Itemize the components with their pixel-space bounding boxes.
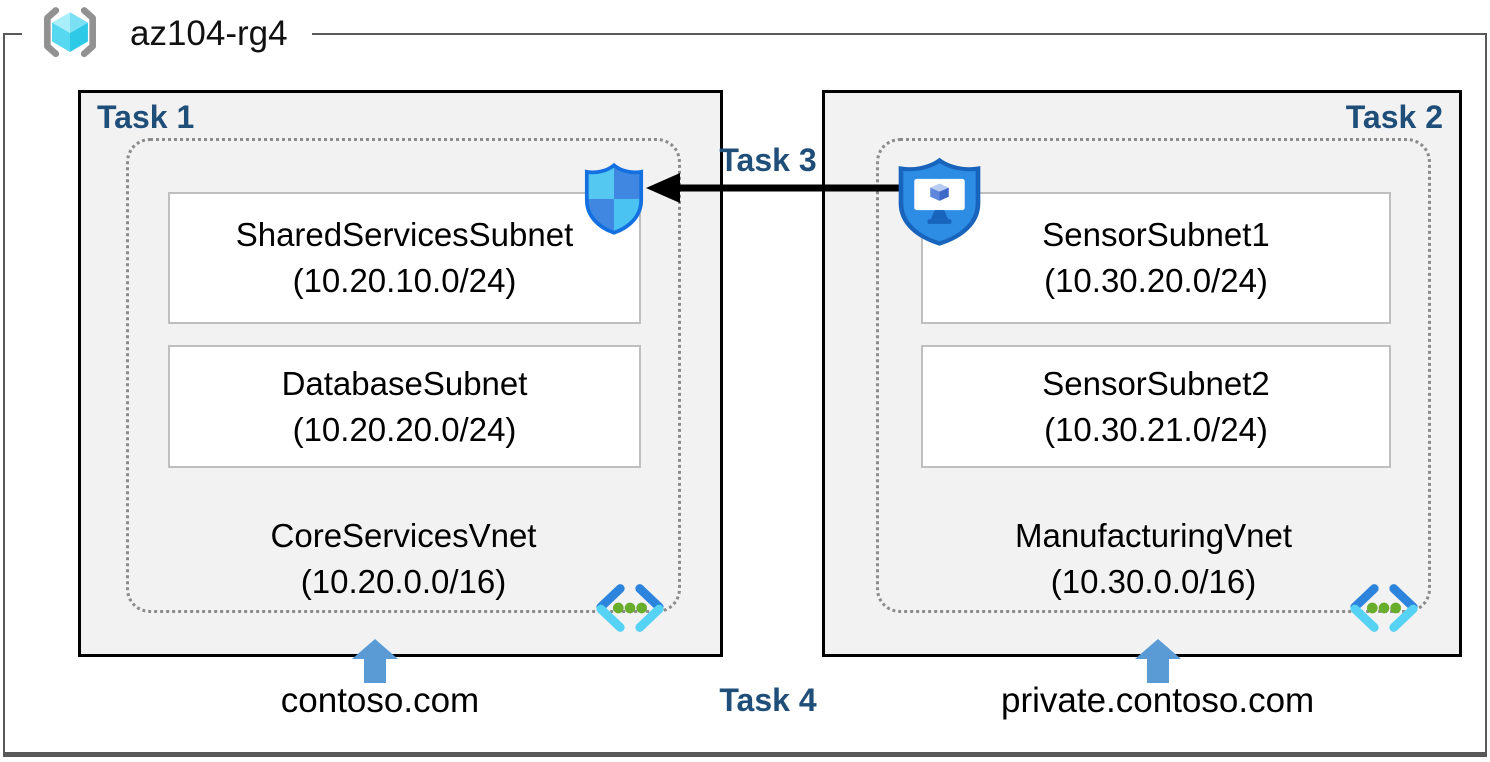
task1-label: Task 1 [97,99,195,135]
core-services-vnet-boundary: SharedServicesSubnet (10.20.10.0/24) Dat… [126,138,681,632]
subnet-cidr: (10.20.20.0/24) [292,410,517,448]
shared-services-subnet-box: SharedServicesSubnet (10.20.10.0/24) [168,192,641,324]
subnet-cidr: (10.30.20.0/24) [1044,262,1268,299]
resource-group-icon [44,7,96,58]
database-subnet-box: DatabaseSubnet (10.20.20.0/24) [168,345,641,468]
resource-group-name: az104-rg4 [130,14,288,53]
task1-box: Task 1 SharedServicesSubnet (10.20.10.0/… [78,90,723,657]
up-arrow-icon [352,639,398,683]
manufacturing-vnet-label: ManufacturingVnet (10.30.0.0/16) [879,513,1428,605]
vnet-name: CoreServicesVnet [270,517,537,554]
manufacturing-dns-zone-label: private.contoso.com [1001,681,1315,720]
manufacturing-vnet-boundary: SensorSubnet1 (10.30.20.0/24) SensorSubn… [876,138,1431,632]
core-services-vnet-label: CoreServicesVnet (10.20.0.0/16) [129,513,678,605]
subnet-cidr: (10.20.10.0/24) [292,262,517,299]
resource-group-header: az104-rg4 [22,0,312,68]
left-arrow-icon [646,173,902,203]
resource-group-boundary [3,33,1487,757]
sensor-subnet1-box: SensorSubnet1 (10.30.20.0/24) [921,192,1391,324]
subnet-name: SharedServicesSubnet [235,216,574,253]
sensor-subnet2-box: SensorSubnet2 (10.30.21.0/24) [921,345,1391,468]
task2-box: Task 2 SensorSubnet1 (10.30.20.0/24) Sen… [822,90,1462,657]
subnet-name: SensorSubnet2 [1042,364,1270,402]
application-security-group-icon [898,157,981,246]
up-arrow-icon [1135,639,1181,683]
task2-label: Task 2 [1345,99,1443,135]
virtual-network-icon [1350,584,1418,632]
subnet-cidr: (10.30.21.0/24) [1044,410,1268,448]
subnet-name: SensorSubnet1 [1042,216,1270,253]
task4-label: Task 4 [719,682,817,718]
core-dns-zone-label: contoso.com [280,681,480,720]
vnet-name: ManufacturingVnet [1014,517,1292,554]
virtual-network-icon [596,584,664,632]
network-security-group-icon [584,162,644,235]
task3-label: Task 3 [719,142,817,178]
subnet-name: DatabaseSubnet [281,364,528,402]
vnet-cidr: (10.20.0.0/16) [300,563,507,600]
vnet-cidr: (10.30.0.0/16) [1050,563,1257,600]
